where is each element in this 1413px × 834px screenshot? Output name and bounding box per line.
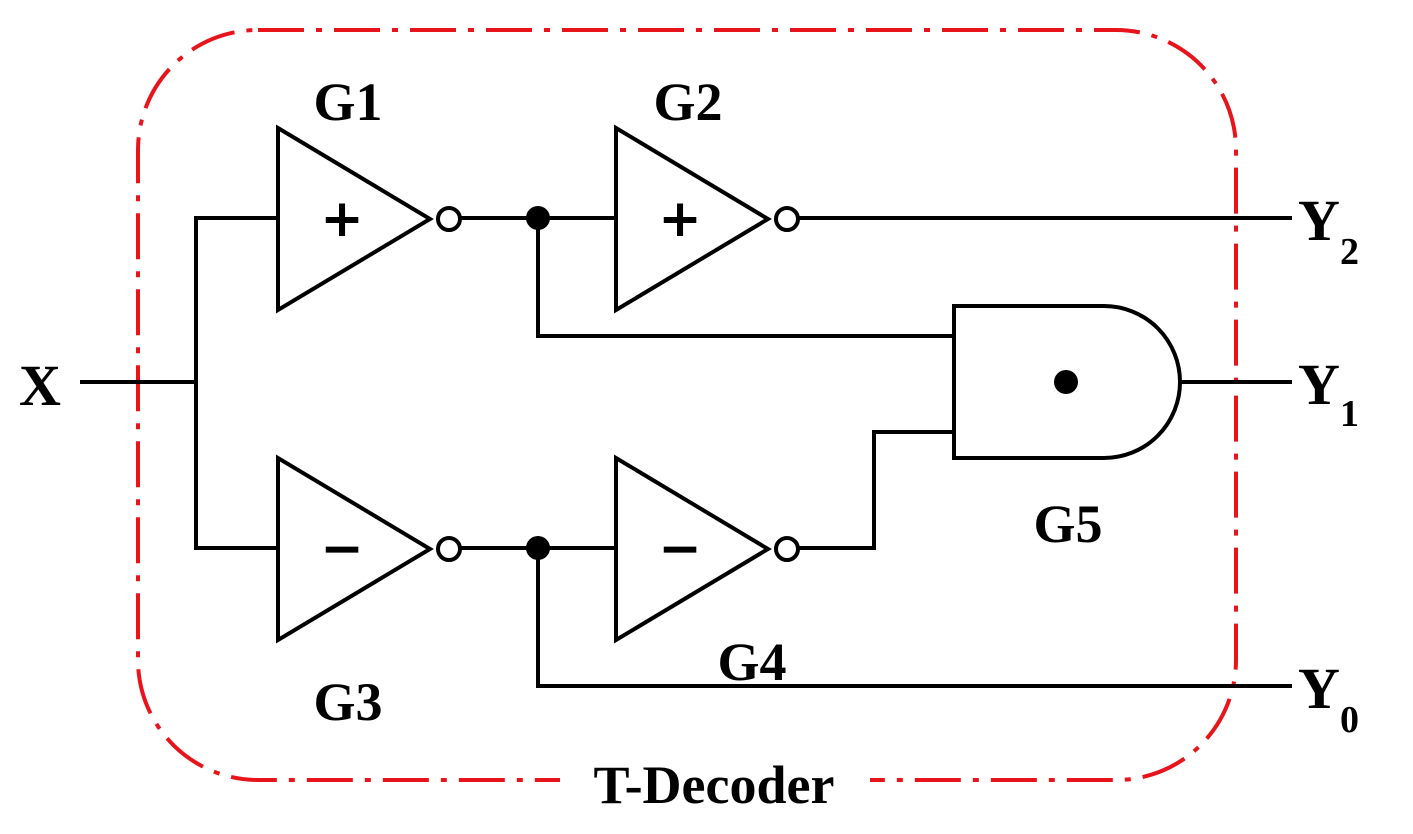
junction-bottom xyxy=(526,536,550,560)
g3-sign: − xyxy=(320,519,364,579)
output-y1-subscript: 1 xyxy=(1340,393,1359,435)
g5-label: G5 xyxy=(1033,494,1102,554)
g2-label: G2 xyxy=(653,72,722,132)
output-y2-subscript: 2 xyxy=(1340,231,1359,273)
g1-label: G1 xyxy=(313,72,382,132)
g2-sign: + xyxy=(658,189,702,249)
input-label-x: X xyxy=(19,353,61,418)
inverter-g4-body xyxy=(614,454,772,644)
g4-sign: − xyxy=(658,519,702,579)
output-y0-label: Y xyxy=(1298,656,1340,721)
wire-g4-to-g5 xyxy=(796,430,956,550)
gate-g3: − G3 xyxy=(276,454,462,732)
wires xyxy=(80,216,1292,688)
gate-g2: + G2 xyxy=(614,72,800,314)
output-y1: Y 1 xyxy=(1298,352,1359,435)
g1-sign: + xyxy=(320,189,364,249)
output-y2: Y 2 xyxy=(1298,188,1359,273)
junction-top xyxy=(526,206,550,230)
g4-label: G4 xyxy=(717,632,786,692)
inverter-g3-bubble xyxy=(436,536,462,562)
output-y0: Y 0 xyxy=(1298,656,1359,741)
output-y2-label: Y xyxy=(1298,188,1340,253)
g5-dot-operator xyxy=(1054,370,1078,394)
title-backing xyxy=(560,750,870,820)
inverter-g2-body xyxy=(614,124,772,314)
inverter-g2-bubble xyxy=(774,206,800,232)
output-y1-label: Y xyxy=(1298,352,1340,417)
diagram-title: T-Decoder xyxy=(594,755,835,815)
output-y0-subscript: 0 xyxy=(1340,699,1359,741)
inverter-g3-body xyxy=(276,454,434,644)
inverter-g1-bubble xyxy=(436,206,462,232)
g3-label: G3 xyxy=(313,672,382,732)
inverter-g4-bubble xyxy=(774,536,800,562)
gate-g5: G5 xyxy=(952,304,1182,554)
gate-g4: − G4 xyxy=(614,454,800,692)
inverter-g1-body xyxy=(276,124,434,314)
gate-g1: + G1 xyxy=(276,72,462,314)
